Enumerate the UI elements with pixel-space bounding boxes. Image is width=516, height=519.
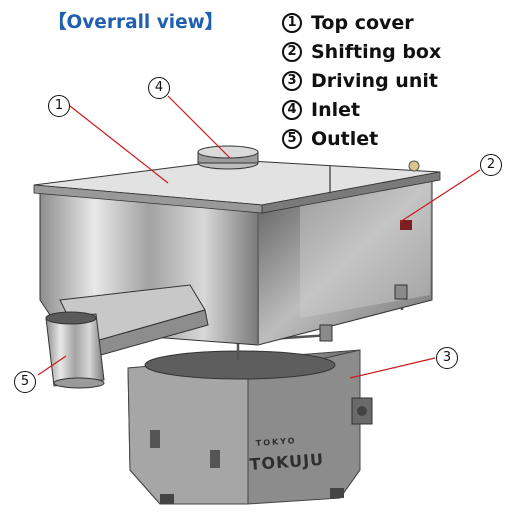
legend-number: 5 xyxy=(282,128,302,149)
leader-line-1 xyxy=(69,105,169,184)
callout-5: 5 xyxy=(14,370,36,393)
brand-plate-line1: TOKYO xyxy=(256,436,297,448)
callout-number: 2 xyxy=(480,153,502,176)
leader-line-2 xyxy=(399,169,481,223)
leader-line-4 xyxy=(167,95,231,159)
legend-number: 1 xyxy=(282,12,302,33)
legend-label: Shifting box xyxy=(311,40,442,63)
callout-number: 1 xyxy=(48,94,70,117)
legend-label: Inlet xyxy=(311,98,361,121)
callout-1: 1 xyxy=(48,94,70,117)
outlet xyxy=(45,284,209,389)
parts-legend: 1 Top cover 2 Shifting box 3 Driving uni… xyxy=(282,8,441,153)
callout-3: 3 xyxy=(436,346,458,369)
legend-number: 3 xyxy=(282,70,302,91)
legend-label: Outlet xyxy=(311,127,379,150)
diagram-title: 【Overrall view】 xyxy=(48,12,224,33)
callout-4: 4 xyxy=(148,76,170,99)
legend-item-shifting-box: 2 Shifting box xyxy=(282,37,441,66)
top-cover xyxy=(33,159,441,214)
callout-number: 5 xyxy=(14,370,36,393)
leader-line-5 xyxy=(37,355,67,376)
legend-label: Top cover xyxy=(311,11,414,34)
legend-item-outlet: 5 Outlet xyxy=(282,124,441,153)
legend-label: Driving unit xyxy=(311,69,438,92)
legend-number: 4 xyxy=(282,99,302,120)
inlet xyxy=(197,145,259,170)
driving-unit: TOKYO TOKUJU xyxy=(127,349,373,505)
legend-item-top-cover: 1 Top cover xyxy=(282,8,441,37)
leader-line-3 xyxy=(349,357,436,379)
legend-item-inlet: 4 Inlet xyxy=(282,95,441,124)
legend-item-driving-unit: 3 Driving unit xyxy=(282,66,441,95)
callout-2: 2 xyxy=(480,153,502,176)
callout-number: 4 xyxy=(148,76,170,99)
leader-lines xyxy=(37,95,481,379)
callout-number: 3 xyxy=(436,346,458,369)
legend-number: 2 xyxy=(282,41,302,62)
